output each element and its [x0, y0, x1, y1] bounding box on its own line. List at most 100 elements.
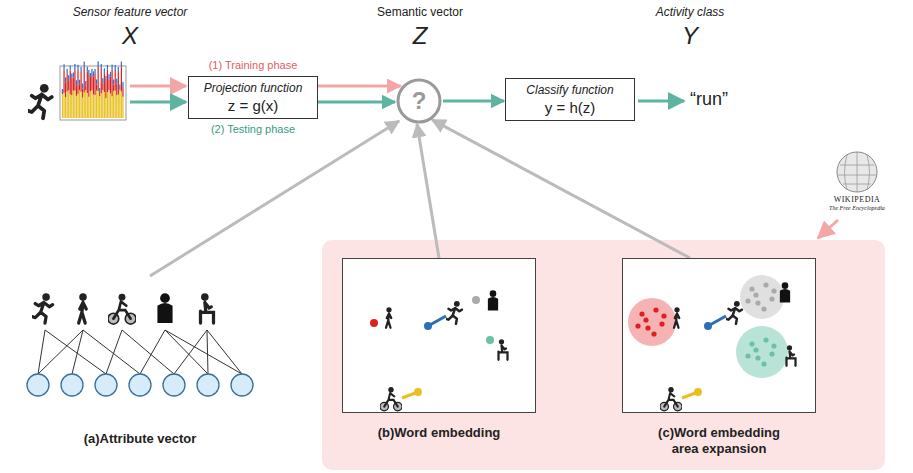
sensor-illustration-part-part — [80, 92, 81, 118]
sensor-illustration-part-part — [111, 65, 112, 70]
sensor-illustration-part-part — [84, 92, 85, 118]
sensor-illustration-part-part — [63, 93, 64, 118]
panel-frame — [622, 258, 816, 413]
sensor-illustration-part-part — [96, 80, 97, 85]
sensor-illustration-part-part — [93, 71, 94, 76]
embedding-illustration — [370, 290, 508, 410]
embedding-illustration-part — [370, 319, 378, 327]
attribute-illustration-part-part — [207, 330, 242, 374]
attribute-illustration-part-part — [38, 330, 83, 374]
semantic-circle: ? — [396, 78, 442, 124]
wikipedia-logo-part — [837, 152, 877, 192]
sensor-illustration-part-part — [62, 90, 63, 94]
sensor-illustration-part-part — [107, 70, 108, 92]
sensor-illustration-part-part — [85, 86, 86, 90]
connector-arrow — [432, 120, 690, 258]
attribute-illustration-part-part — [122, 330, 174, 374]
sensor-illustration-part-part — [91, 69, 92, 74]
sensor-illustration-part-part — [102, 78, 103, 83]
output-class: “run” — [690, 89, 728, 110]
embedding-illustration-part — [499, 339, 508, 360]
wikipedia-logo-part — [838, 152, 876, 192]
connector-arrow — [318, 85, 401, 88]
sensor-illustration-part-part — [70, 94, 71, 118]
attribute-illustration-part — [38, 330, 242, 374]
area-illustration-part-part — [771, 288, 776, 293]
sensor-illustration-part-part — [108, 74, 109, 79]
sensor-illustration-part-part — [67, 74, 68, 92]
embedding-panel: (c)Word embedding area expansion — [622, 258, 816, 456]
area-illustration-part-part — [659, 321, 664, 326]
sensor-illustration-part-part — [113, 91, 114, 118]
embedding-ground — [622, 258, 816, 413]
sensor-illustration-part-part — [93, 76, 94, 94]
sensor-illustration-part-part — [99, 93, 100, 96]
connector-arrow — [443, 100, 504, 103]
node-title: (b)Word embedding — [378, 425, 501, 441]
sensor-illustration-part-part — [62, 89, 63, 94]
area-illustration-part-part — [749, 341, 754, 346]
embedding-illustration-part — [380, 387, 402, 411]
sensor-illustration-part-part — [110, 77, 111, 94]
attribute-illustration-part-part — [140, 330, 165, 374]
phase-label: (2) Testing phase — [211, 123, 295, 136]
area-illustration-part-part — [643, 317, 648, 322]
function-box: Projection functionz = g(x) — [188, 76, 318, 119]
sensor-illustration-part-part — [105, 81, 106, 98]
sensor-illustration-part-part — [85, 90, 86, 118]
attribute-illustration-part — [79, 293, 87, 323]
sensor-illustration-part-part — [107, 65, 108, 70]
sensor-illustration-part-part — [88, 97, 89, 118]
sensor-illustration-part-part — [111, 70, 112, 97]
sensor-illustration-part-part — [121, 91, 122, 118]
attribute-illustration-part — [157, 293, 172, 323]
attribute-illustration-part-part — [165, 330, 242, 374]
flow-arrows-part — [130, 101, 186, 104]
sensor-illustration-part-part — [87, 93, 88, 118]
sensor-illustration-part-part — [77, 94, 78, 118]
sensor-illustration-part-part — [122, 87, 123, 97]
sensor-illustration-part-part — [96, 85, 97, 91]
embedding-illustration-part — [472, 296, 480, 304]
attribute-illustration-part-part — [27, 374, 49, 396]
sensor-illustration-part-part — [65, 97, 66, 118]
sensor-illustration-part-part — [70, 70, 71, 94]
sensor-illustration-part-part — [118, 67, 119, 72]
area-illustration-part-part — [755, 300, 760, 305]
attribute-illustration-part-part — [38, 330, 45, 374]
sensor-illustration-part-part — [121, 66, 122, 91]
sensor-illustration-part-part — [98, 61, 99, 66]
area-illustration-part — [628, 298, 676, 346]
sensor-illustration-part-part — [115, 65, 116, 70]
sensor-illustration-part-part — [73, 72, 74, 77]
embedding-illustration-part — [486, 336, 494, 344]
panel-caption: (a)Attribute vector — [84, 432, 197, 447]
area-illustration-part-part — [761, 306, 766, 311]
sensor-illustration-part-part — [76, 96, 77, 118]
sensor-illustration-part-part — [115, 70, 116, 90]
node-title: (c)Word embedding area expansion — [647, 425, 792, 456]
sensor-illustration-part-part — [108, 90, 109, 118]
area-illustration-part-part — [745, 353, 750, 358]
sensor-illustration-part-part — [101, 93, 102, 118]
sensor-illustration-part-part — [93, 95, 94, 118]
sensor-illustration-part-part — [96, 90, 97, 118]
axis-symbol: Y — [682, 22, 698, 50]
embedding-illustration-part — [488, 290, 498, 310]
sensor-illustration-part-part — [105, 76, 106, 81]
connector-arrow — [318, 101, 395, 104]
sensor-illustration-part-part — [73, 91, 74, 118]
area-illustration-part — [780, 282, 790, 302]
area-illustration-part — [726, 301, 742, 324]
sensor-illustration-part-part — [101, 64, 102, 69]
area-illustration-part-part — [749, 286, 754, 291]
sensor-illustration-part-part — [122, 97, 123, 118]
sensor-illustration-part-part — [116, 79, 117, 84]
area-illustration-part-part — [761, 361, 766, 366]
attribute-illustration-part — [27, 374, 253, 396]
area-illustration-part — [635, 282, 776, 366]
sensor-illustration-part-part — [102, 90, 103, 118]
attribute-illustration-part-part — [129, 374, 151, 396]
axis-symbol: Z — [413, 22, 428, 50]
sensor-illustration-part-part — [104, 73, 105, 92]
